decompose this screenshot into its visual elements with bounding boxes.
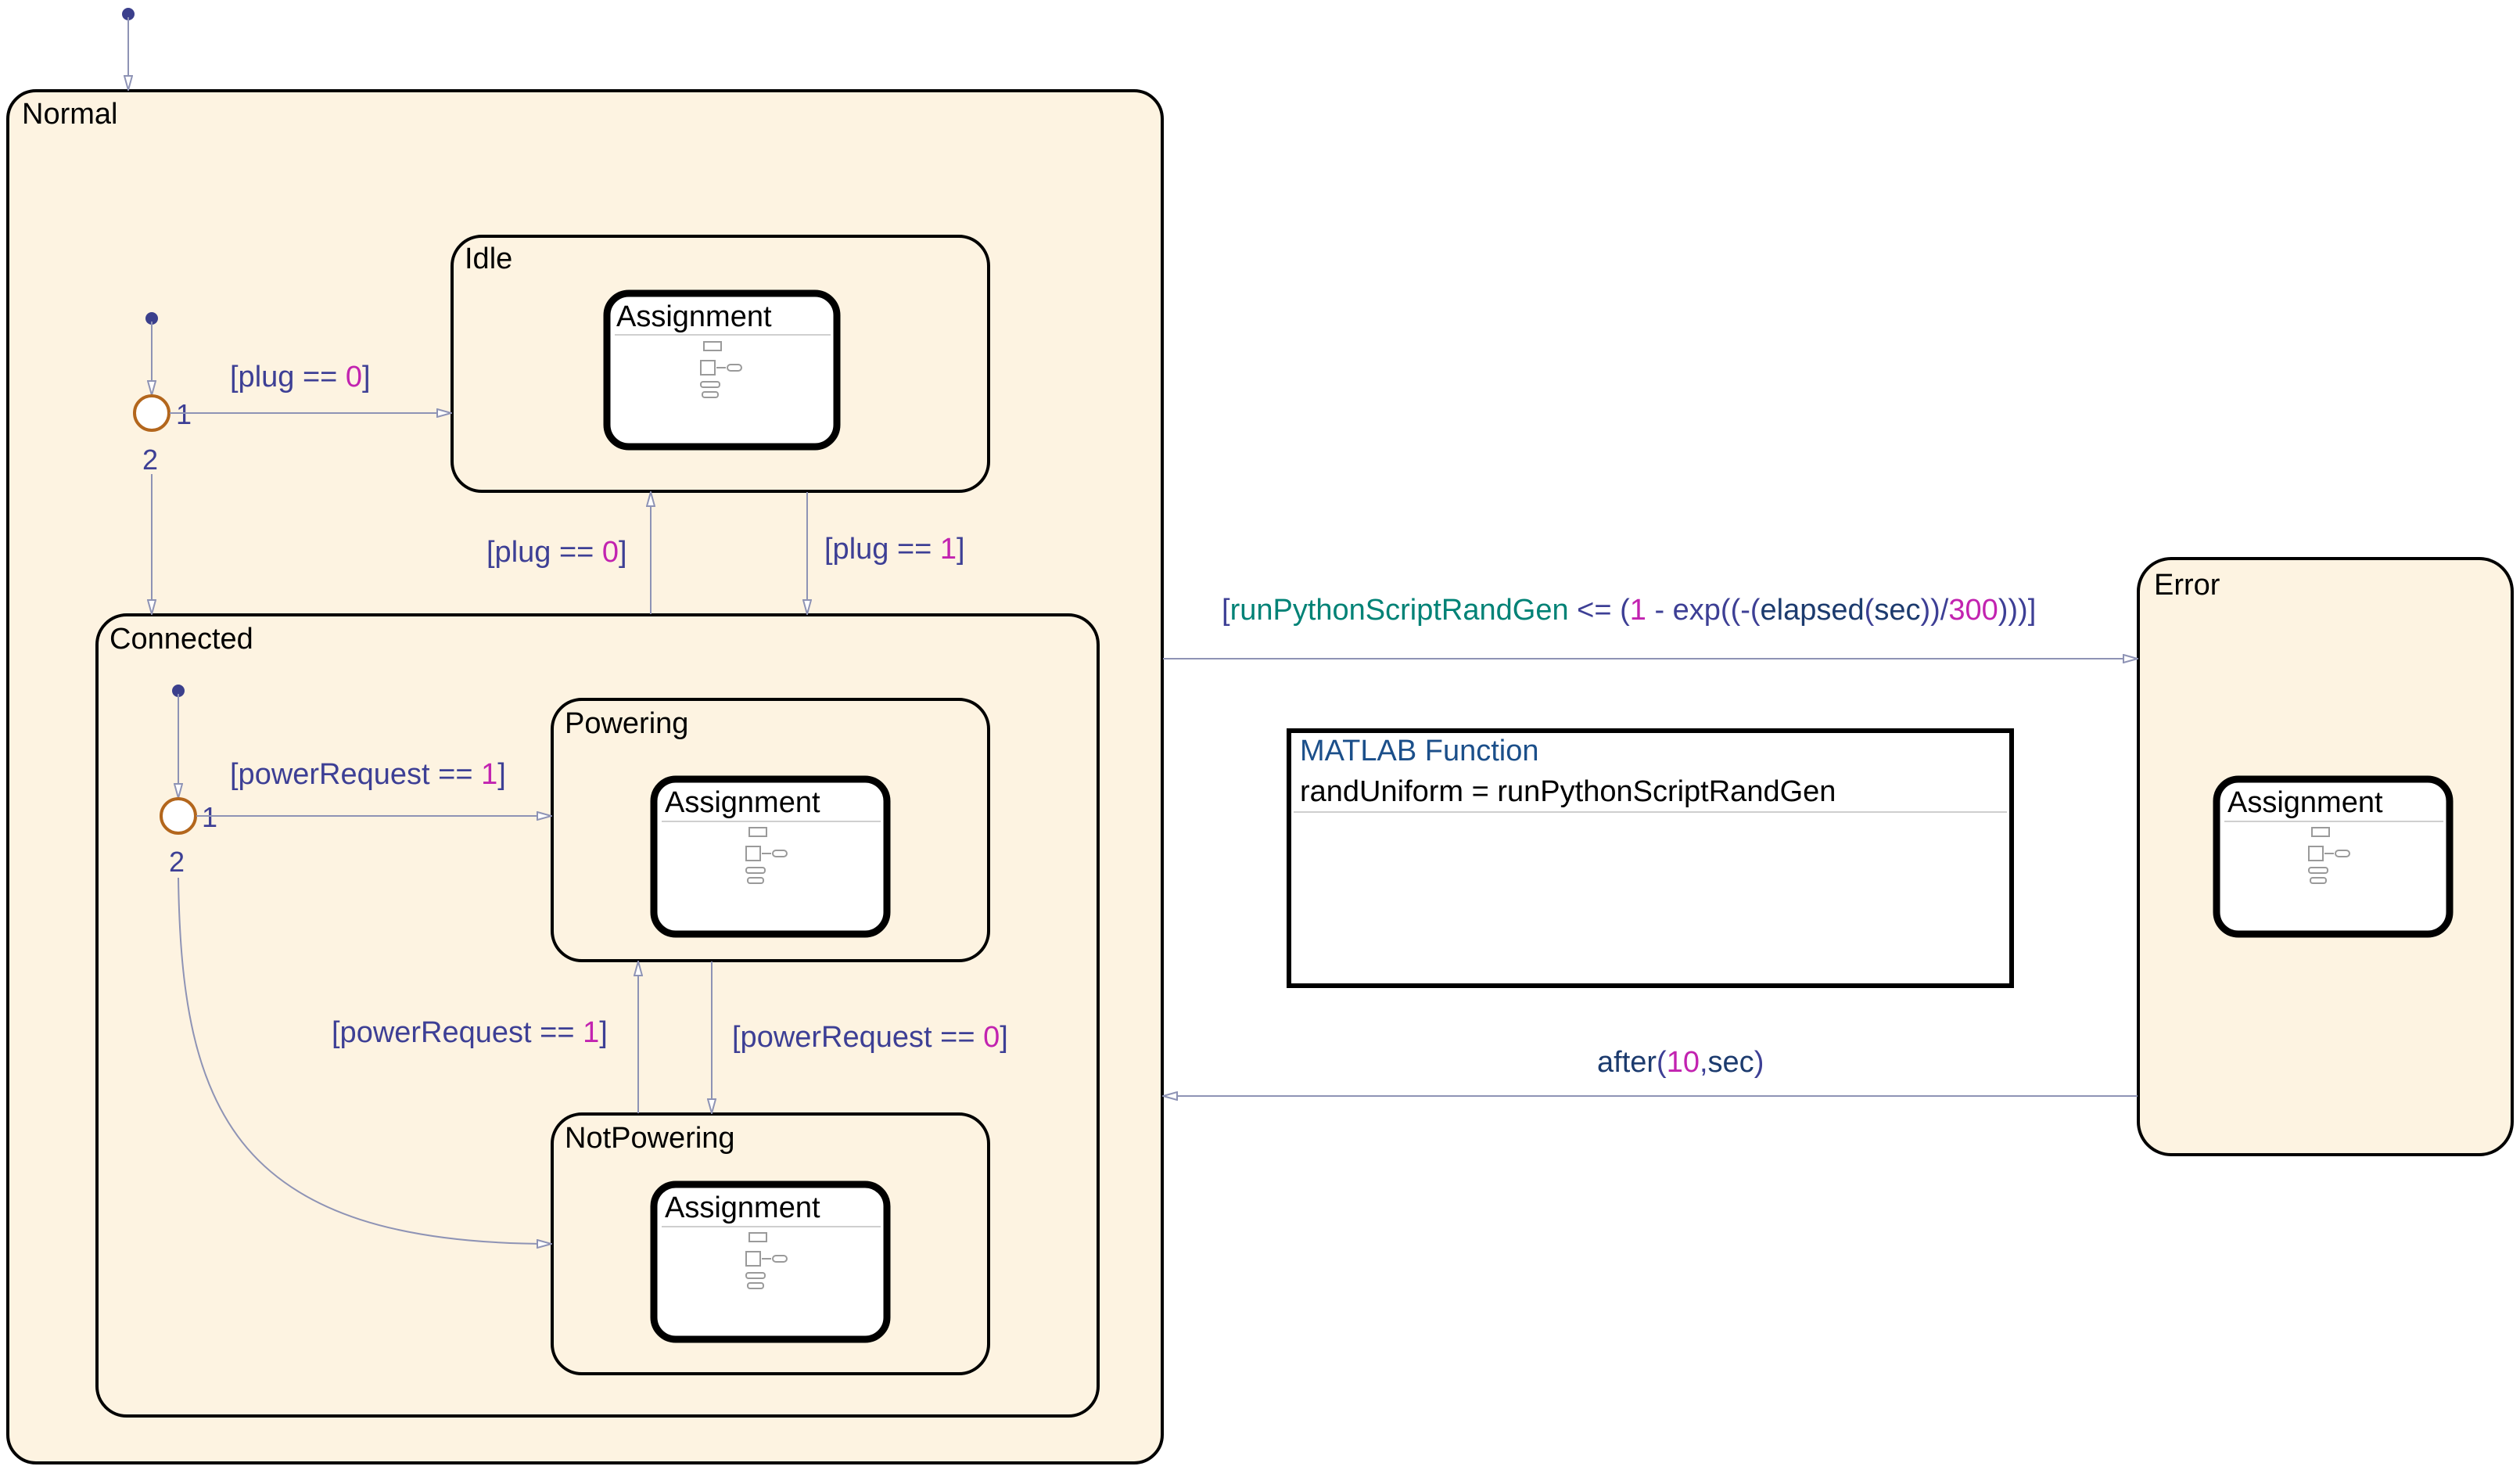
label-notpowering-powering: [powerRequest == 1] xyxy=(332,1016,608,1049)
matlab-function-title: MATLAB Function xyxy=(1300,735,1539,767)
state-notpowering[interactable]: NotPowering Assignment xyxy=(551,1112,990,1375)
subchart-error-label: Assignment xyxy=(2227,786,2383,819)
label-junction-powering: [powerRequest == 1] xyxy=(230,758,506,791)
label-junction-idle: [plug == 0] xyxy=(230,361,371,394)
default-transition-dot-chart xyxy=(122,8,135,20)
state-idle-label: Idle xyxy=(465,243,512,275)
label-powering-notpowering: [powerRequest == 0] xyxy=(732,1021,1008,1054)
junction-normal-branch-2: 2 xyxy=(142,444,158,476)
state-connected-label: Connected xyxy=(109,623,253,656)
junction-connected-branch-2: 2 xyxy=(169,846,185,878)
state-powering[interactable]: Powering Assignment xyxy=(551,698,990,962)
subchart-powering-assignment[interactable]: Assignment xyxy=(650,775,891,938)
default-transition-dot-normal xyxy=(145,312,158,325)
state-normal-label: Normal xyxy=(22,98,117,131)
matlab-function-block[interactable]: MATLAB Function randUniform = runPythonS… xyxy=(1287,728,2014,988)
subchart-powering-label: Assignment xyxy=(665,786,820,819)
matlab-function-signature: randUniform = runPythonScriptRandGen xyxy=(1300,775,1836,808)
state-notpowering-label: NotPowering xyxy=(565,1122,735,1155)
label-idle-connected: [plug == 1] xyxy=(824,533,965,566)
junction-normal[interactable] xyxy=(133,394,171,432)
subchart-idle-assignment[interactable]: Assignment xyxy=(603,289,841,451)
state-idle[interactable]: Idle Assignment xyxy=(451,235,990,493)
subchart-error-assignment[interactable]: Assignment xyxy=(2213,775,2454,938)
label-connected-idle: [plug == 0] xyxy=(486,536,627,569)
subchart-idle-label: Assignment xyxy=(616,300,772,333)
junction-normal-branch-1: 1 xyxy=(176,398,192,430)
subchart-notpowering-assignment[interactable]: Assignment xyxy=(650,1181,891,1343)
subchart-notpowering-label: Assignment xyxy=(665,1191,820,1224)
state-powering-label: Powering xyxy=(565,707,688,740)
state-error[interactable]: Error Assignment xyxy=(2137,557,2514,1156)
junction-connected[interactable] xyxy=(160,797,197,835)
junction-connected-branch-1: 1 xyxy=(202,801,217,833)
state-error-label: Error xyxy=(2154,569,2220,602)
label-error-normal: after(10,sec) xyxy=(1597,1046,1764,1079)
default-transition-dot-connected xyxy=(172,685,185,697)
transition-junction-notpowering[interactable] xyxy=(178,877,551,1244)
label-normal-error: [runPythonScriptRandGen <= (1 - exp((-(e… xyxy=(1222,594,2036,627)
